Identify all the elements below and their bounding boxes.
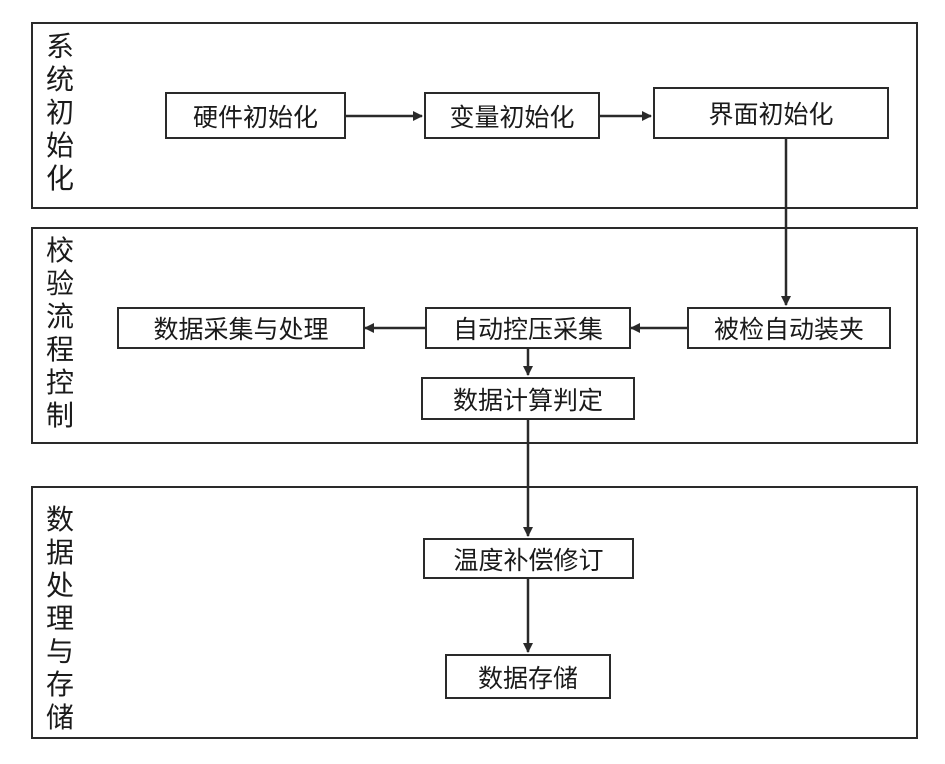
section-label-system-init: 系 统 初 始 化 bbox=[45, 30, 74, 195]
node-auto-clamp: 被检自动装夹 bbox=[687, 307, 891, 349]
node-auto-pressure: 自动控压采集 bbox=[425, 307, 631, 349]
node-hardware-init: 硬件初始化 bbox=[165, 92, 346, 139]
node-variable-init: 变量初始化 bbox=[424, 92, 600, 139]
node-data-storage: 数据存储 bbox=[445, 654, 611, 699]
node-data-acquisition: 数据采集与处理 bbox=[117, 307, 365, 349]
node-data-calculation: 数据计算判定 bbox=[421, 377, 635, 420]
section-label-data-processing: 数 据 处 理 与 存 储 bbox=[45, 503, 74, 734]
node-temp-compensation: 温度补偿修订 bbox=[423, 538, 634, 579]
section-label-flow-control: 校 验 流 程 控 制 bbox=[45, 234, 74, 432]
node-ui-init: 界面初始化 bbox=[653, 87, 889, 139]
